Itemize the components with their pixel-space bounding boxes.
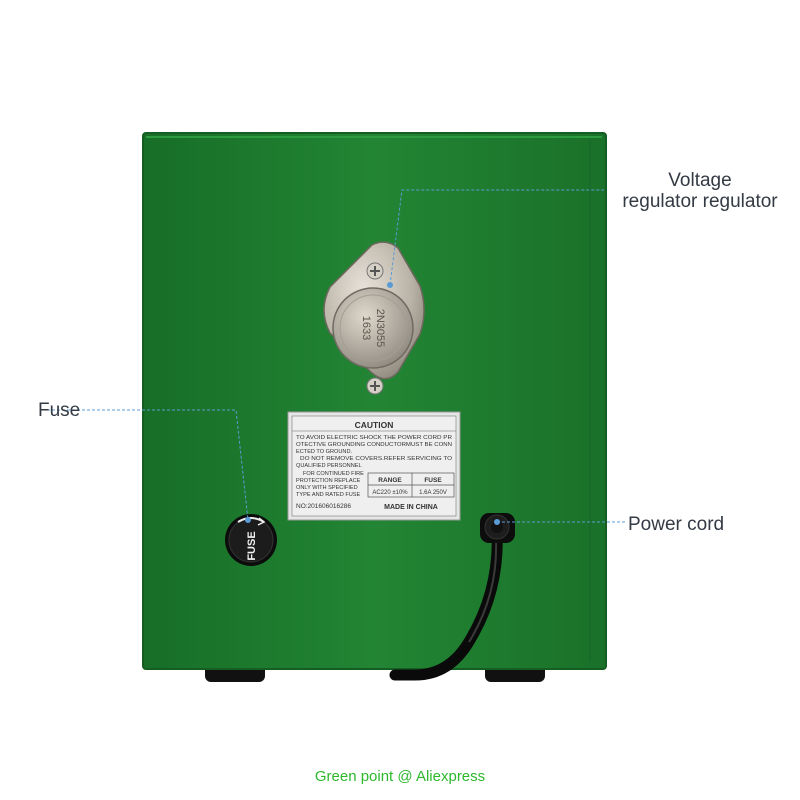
caution-plate: CAUTION TO AVOID ELECTRIC SHOCK THE POWE… (287, 411, 461, 521)
caution-line-1: TO AVOID ELECTRIC SHOCK THE POWER CORD P… (296, 435, 452, 441)
caution-line-4: DO NOT REMOVE COVERS.REFER SERVICING TO (300, 456, 453, 462)
caution-line-7: PROTECTION REPLACE (296, 478, 361, 484)
watermark: Green point @ Aliexpress (314, 768, 486, 785)
callout-dot-voltage (387, 282, 393, 288)
transistor-can (332, 287, 414, 369)
power-cord (389, 513, 515, 681)
transistor-marking-1: 2N3055 (374, 309, 386, 348)
serial-number: NO:201606016286 (296, 503, 351, 510)
caution-line-8: ONLY WITH SPECIFIED (296, 485, 358, 491)
callout-dot-fuse (245, 517, 251, 523)
callout-voltage-regulator: Voltage regulator regulator (600, 170, 800, 212)
fuse-holder: FUSE (225, 514, 277, 566)
fuse-cap-label: FUSE (246, 531, 258, 560)
fuse-value: 1.6A 250V (419, 490, 447, 496)
regulator-case (142, 132, 607, 670)
callout-lines (42, 189, 626, 523)
caution-line-9: TYPE AND RATED FUSE (296, 492, 361, 498)
callout-dot-power (494, 519, 500, 525)
callout-voltage-line1: Voltage (668, 170, 732, 191)
range-header: RANGE (378, 477, 402, 484)
range-value: AC220 ±10% (372, 490, 408, 496)
caution-heading: CAUTION (355, 420, 394, 430)
voltage-regulator-transistor: 2N3055 1633 (323, 241, 425, 395)
callout-power-cord: Power cord (628, 514, 725, 535)
made-in-label: MADE IN CHINA (384, 504, 438, 511)
callout-voltage-line2: regulator regulator (622, 191, 778, 212)
caution-line-2: OTECTIVE GROUNDING CONDUCTORMUST BE CONN (296, 442, 452, 448)
transistor-marking-2: 1633 (360, 316, 372, 340)
caution-line-6: FOR CONTINUED FIRE (303, 471, 364, 477)
caution-line-5: QUALIFIED PERSONNEL (296, 463, 362, 469)
caution-line-3: ECTED TO GROUND. (296, 449, 352, 455)
fuse-header: FUSE (424, 477, 442, 484)
callout-fuse: Fuse (38, 400, 81, 421)
